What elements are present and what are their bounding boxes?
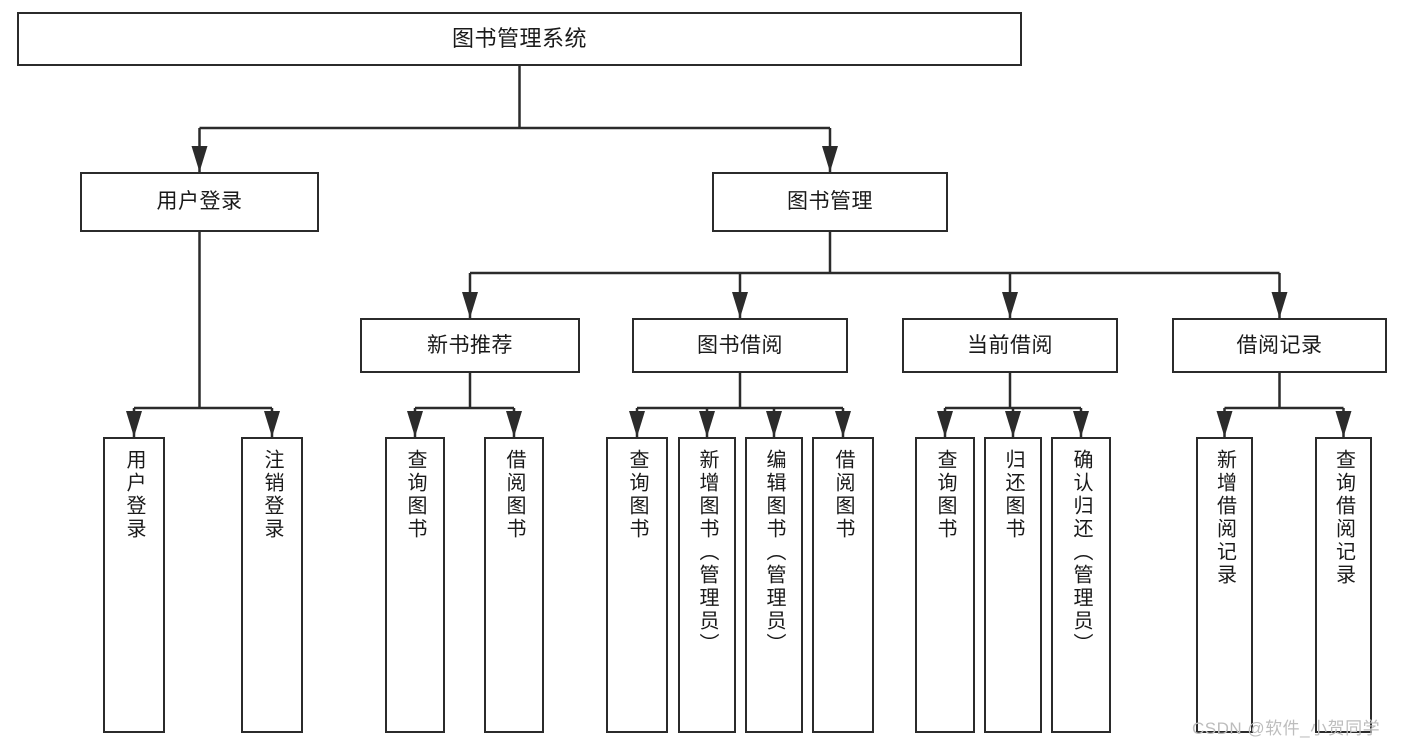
node-user-login[interactable]: 用户登录	[80, 172, 319, 232]
arrowhead-icon	[766, 411, 782, 437]
node-label-l-query2: 查询图书	[626, 449, 648, 541]
arrowhead-icon	[506, 411, 522, 437]
node-borrow[interactable]: 图书借阅	[632, 318, 848, 373]
node-label-borrow: 图书借阅	[697, 333, 783, 357]
node-l-query3[interactable]: 查询图书	[915, 437, 975, 733]
node-label-l-add: 新增图书（管理员）	[696, 449, 718, 656]
node-label-l-confirm: 确认归还（管理员）	[1070, 449, 1092, 656]
node-l-query2[interactable]: 查询图书	[606, 437, 668, 733]
node-l-login[interactable]: 用户登录	[103, 437, 165, 733]
node-label-l-edit: 编辑图书（管理员）	[763, 449, 785, 656]
node-l-borrow1[interactable]: 借阅图书	[484, 437, 544, 733]
arrowhead-icon	[1002, 292, 1018, 318]
node-book-mgmt[interactable]: 图书管理	[712, 172, 948, 232]
node-label-root: 图书管理系统	[451, 25, 587, 51]
arrowhead-icon	[1271, 292, 1288, 318]
node-label-l-queryrec: 查询借阅记录	[1332, 449, 1355, 587]
node-l-addrec[interactable]: 新增借阅记录	[1196, 437, 1253, 733]
arrowhead-icon	[191, 146, 208, 172]
arrowhead-icon	[462, 292, 478, 318]
arrowhead-icon	[699, 411, 715, 437]
node-label-new-rec: 新书推荐	[427, 333, 513, 357]
node-l-edit[interactable]: 编辑图书（管理员）	[745, 437, 803, 733]
arrowhead-icon	[1216, 411, 1233, 437]
arrowhead-icon	[732, 292, 748, 318]
arrowhead-icon	[822, 146, 838, 172]
node-label-records: 借阅记录	[1236, 333, 1323, 357]
arrowhead-icon	[1005, 411, 1021, 437]
node-label-current: 当前借阅	[967, 333, 1053, 357]
node-l-queryrec[interactable]: 查询借阅记录	[1315, 437, 1372, 733]
node-label-l-addrec: 新增借阅记录	[1213, 449, 1236, 587]
node-label-l-query1: 查询图书	[404, 449, 426, 541]
node-label-l-login: 用户登录	[123, 449, 145, 541]
arrowhead-icon	[629, 411, 645, 437]
arrowhead-icon	[1073, 411, 1089, 437]
arrowhead-icon	[1335, 411, 1352, 437]
node-new-rec[interactable]: 新书推荐	[360, 318, 580, 373]
node-current[interactable]: 当前借阅	[902, 318, 1118, 373]
node-l-query1[interactable]: 查询图书	[385, 437, 445, 733]
node-label-l-logout: 注销登录	[261, 449, 283, 541]
node-label-l-borrow2: 借阅图书	[832, 449, 854, 541]
node-l-confirm[interactable]: 确认归还（管理员）	[1051, 437, 1111, 733]
arrowhead-icon	[835, 411, 851, 437]
node-l-return[interactable]: 归还图书	[984, 437, 1042, 733]
node-l-add[interactable]: 新增图书（管理员）	[678, 437, 736, 733]
node-label-l-query3: 查询图书	[934, 449, 956, 541]
node-records[interactable]: 借阅记录	[1172, 318, 1387, 373]
node-root[interactable]: 图书管理系统	[17, 12, 1022, 66]
node-l-logout[interactable]: 注销登录	[241, 437, 303, 733]
node-label-user-login: 用户登录	[156, 190, 243, 214]
arrowhead-icon	[937, 411, 953, 437]
node-label-l-borrow1: 借阅图书	[503, 449, 525, 541]
node-label-book-mgmt: 图书管理	[787, 190, 873, 214]
node-label-l-return: 归还图书	[1002, 449, 1024, 541]
arrowhead-icon	[126, 411, 142, 437]
arrowhead-icon	[264, 411, 280, 437]
node-l-borrow2[interactable]: 借阅图书	[812, 437, 874, 733]
arrowhead-icon	[407, 411, 423, 437]
